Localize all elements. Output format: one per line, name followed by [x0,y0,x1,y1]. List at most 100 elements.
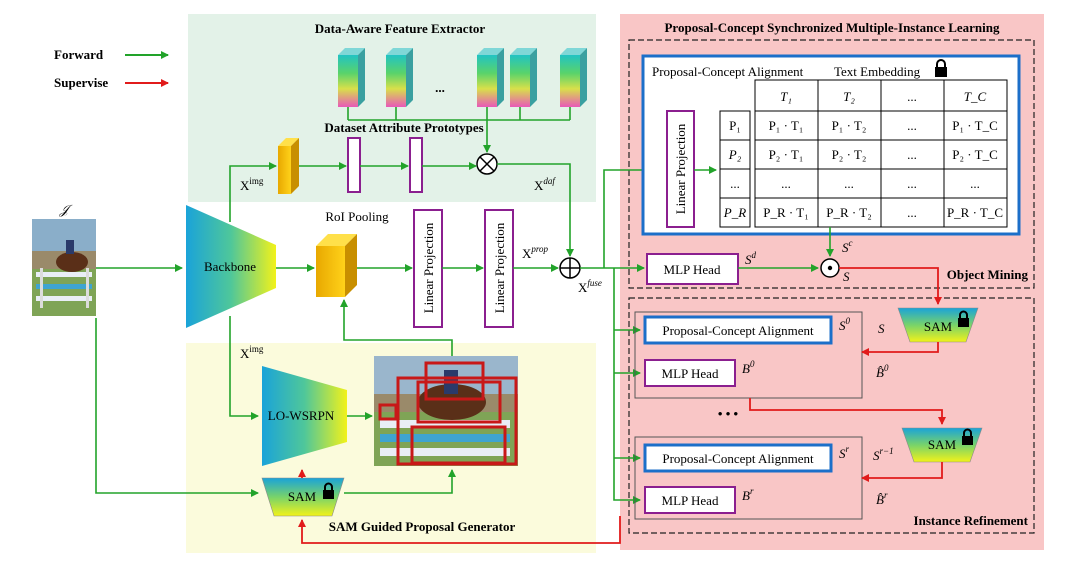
input-image: 𝒥 [32,202,96,316]
x-img-feature-cube [278,138,299,194]
pca-label: Proposal-Concept Alignment [662,323,814,338]
sam-label: SAM [924,319,953,334]
prototype-cubes: ... [338,48,587,107]
prototype-merge-lines [347,107,571,153]
lock-icon [958,310,969,327]
instance-refinement-title: Instance Refinement [914,513,1029,528]
prototype-ellipsis: ... [435,80,445,95]
text-embedding-label: Text Embedding [834,64,921,79]
s-d-label: Sd [745,250,757,267]
pca-box-stage-r [643,443,833,473]
pca-main-title: Proposal-Concept Alignment [652,64,804,79]
table-cell: ... [781,176,791,191]
sam-label: SAM [288,489,317,504]
table-row-label: P₂ [728,147,742,162]
table-row-label: P₁ [729,118,741,133]
lock-icon [323,482,334,499]
cross-attention-operator [476,153,498,175]
roi-pooled-feature-cube [316,234,357,297]
fusion-operator [559,257,581,279]
br-label: Br [742,486,754,503]
linear-projection-block: Linear Projection [413,209,443,328]
linear-projection-label: Linear Projection [492,222,507,313]
legend-supervise-label: Supervise [54,75,108,90]
prototype-cube [386,48,413,107]
table-header-cell: T_C [964,89,987,104]
b0-label: B0 [742,359,755,376]
bhat0-label: B̂0 [876,363,889,380]
x-fuse-label: Xfuse [578,278,602,295]
forward-flow [95,162,661,504]
table-cell: P_R · T₂ [826,205,871,220]
feature-extractor-panel [188,14,596,202]
table-cell: P₁ · T_C [952,118,997,133]
table-header-row: T₁ T₂ ... T_C [780,89,986,104]
lo-wsrpn-block [262,366,347,466]
mlp-head-stage-0 [644,359,736,387]
refinement-ellipsis: • • • [718,406,739,421]
table-cell: P₂ · T₁ [769,147,804,162]
table-row-label: P_R [723,205,746,220]
table-row: P₂ P₂ · T₁ P₂ · T₂ ... P₂ · T_C [728,147,998,162]
pca-main-box [641,54,1021,236]
table-row: P₁ P₁ · T₁ P₁ · T₂ ... P₁ · T_C [729,118,998,133]
lo-wsrpn-label: LO-WSRPN [268,408,335,423]
linear-projection-label: Linear Projection [673,123,688,214]
supervise-flow [298,267,946,544]
sam-block-refinement-r: SAM [901,427,983,463]
feature-extractor-title: Data-Aware Feature Extractor [315,21,486,36]
similarity-table: T₁ T₂ ... T_C P₁ P₁ · T₁ P₁ · T₂ ... P₁ … [719,79,1008,228]
pcsmil-title: Proposal-Concept Synchronized Multiple-I… [664,20,1000,35]
prototype-projection-box [409,137,423,193]
table-cell: ... [907,118,917,133]
table-cell: ... [844,176,854,191]
pca-label: Proposal-Concept Alignment [662,451,814,466]
lock-icon [935,59,947,77]
table-row: P_R P_R · T₁ P_R · T₂ ... P_R · T_C [723,205,1003,220]
legend-forward-label: Forward [54,47,104,62]
pca-box-stage-0 [643,315,833,345]
roi-pooling-label: RoI Pooling [325,209,389,224]
instance-refinement-frame [628,297,1035,534]
x-daf-label: Xdaf [534,176,556,193]
table-cell: ... [907,205,917,220]
input-image-symbol: 𝒥 [59,202,74,217]
linear-projection-block: Linear Projection [484,209,514,328]
x-prop-label: Xprop [522,244,549,261]
table-cell: ... [970,176,980,191]
table-row: ... ... ... ... ... [730,176,980,191]
prototype-cube [560,48,587,107]
object-mining-title: Object Mining [947,267,1029,282]
table-cell: P₂ · T₂ [832,147,867,162]
table-header-cell: T₁ [780,89,792,104]
table-header-cell: ... [907,89,917,104]
lock-icon [962,428,973,445]
backbone-label: Backbone [204,259,256,274]
proposal-image [374,356,518,466]
x-img-label-top: Ximg [240,176,264,193]
prototype-cube [510,48,537,107]
object-mining-frame [628,39,1035,289]
elementwise-product-operator [820,258,840,278]
pca-linear-projection: Linear Projection [666,110,695,228]
mlp-head-mining [646,253,739,285]
backbone-block [186,205,276,328]
bhatr-label: B̂r [876,490,888,507]
s-c-label: Sc [842,238,853,255]
x-img-label-bottom: Ximg [240,344,264,361]
s-label-refinement: S [878,321,885,336]
legend: Forward Supervise [54,47,169,90]
prototypes-title: Dataset Attribute Prototypes [324,120,483,135]
table-row-label: ... [730,176,740,191]
s-label: S [843,269,850,284]
prototype-cube [477,48,504,107]
s0-label: S0 [839,316,851,333]
table-cell: P₁ · T₁ [769,118,804,133]
mlp-head-stage-r [644,486,736,514]
table-header-cell: T₂ [843,89,855,104]
prototype-cube [338,48,365,107]
sam-block-refinement-0: SAM [897,307,979,343]
sr1-label: Sr−1 [873,446,894,463]
sam-label: SAM [928,437,957,452]
